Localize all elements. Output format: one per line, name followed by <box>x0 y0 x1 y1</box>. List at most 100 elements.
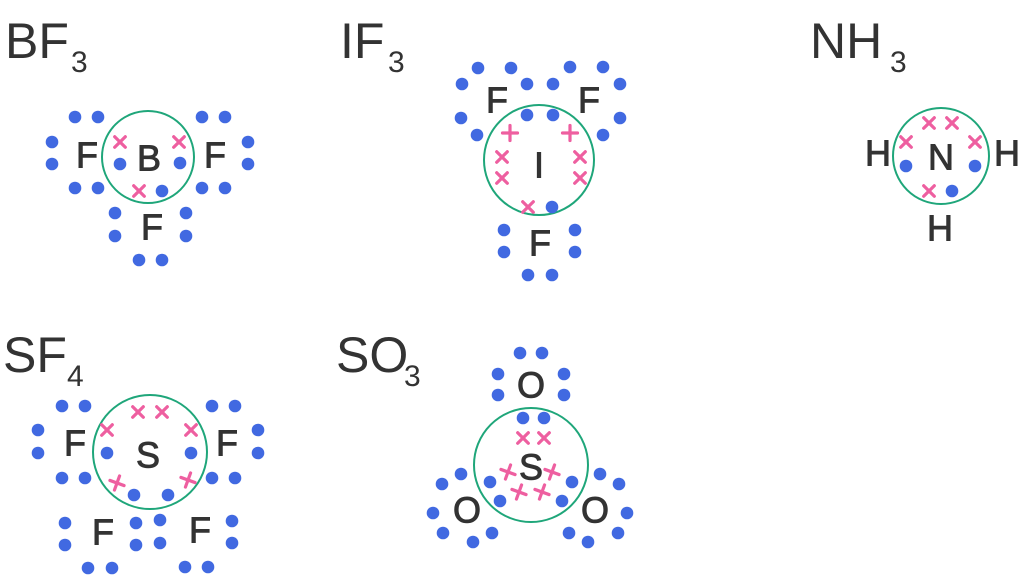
electron-dot <box>184 446 198 460</box>
electron-dot <box>155 184 169 198</box>
cross-stroke <box>922 116 936 130</box>
formula-text: IF <box>340 13 384 69</box>
electron-dot <box>55 399 69 413</box>
electron-dot <box>91 110 105 124</box>
cross-stroke <box>112 474 122 492</box>
electron-cross <box>899 135 913 149</box>
electron-dot <box>596 60 610 74</box>
electron-cross <box>945 116 959 130</box>
electron-cross <box>533 483 551 501</box>
electron-dot <box>179 229 193 243</box>
electron-cross <box>922 184 936 198</box>
electron-dot <box>470 128 484 142</box>
electron-cross <box>113 135 127 149</box>
electron-dot <box>611 526 625 540</box>
electron-dot <box>557 367 571 381</box>
electron-dot <box>205 471 219 485</box>
electron-dot <box>218 110 232 124</box>
electron-dot <box>195 110 209 124</box>
electron-dot <box>127 488 141 502</box>
central-atom-symbol: N <box>928 137 954 178</box>
electron-dot <box>491 388 505 402</box>
molecule-formula: BF <box>5 13 69 69</box>
electron-dot <box>563 60 577 74</box>
cross-stroke <box>537 483 547 501</box>
outer-atom-symbol: F <box>529 223 551 264</box>
electron-dot <box>153 513 167 527</box>
cross-stroke <box>155 405 169 419</box>
electron-cross <box>560 123 580 143</box>
electron-dot <box>108 229 122 243</box>
cross-stroke <box>503 463 513 481</box>
molecule-formula: SO <box>336 327 408 383</box>
outer-atom-symbol: F <box>204 135 226 176</box>
central-atom-symbol: I <box>534 145 544 186</box>
electron-dot <box>132 253 146 267</box>
formula-text: SO <box>336 327 408 383</box>
cross-stroke <box>495 171 509 185</box>
electron-dot <box>173 156 187 170</box>
electron-dot <box>100 446 114 460</box>
cross-stroke <box>183 471 193 489</box>
outer-atom-symbol: F <box>486 80 508 121</box>
formula-subscript: 3 <box>890 46 907 79</box>
electron-dot <box>620 506 634 520</box>
molecule-formula: SF <box>3 327 67 383</box>
electron-dot <box>581 535 595 549</box>
electron-dot <box>520 77 534 91</box>
electron-dot <box>435 477 449 491</box>
outer-atom-symbol: H <box>865 133 891 174</box>
electron-dot <box>129 516 143 530</box>
electron-cross <box>573 150 587 164</box>
electron-dot <box>225 536 239 550</box>
cross-stroke <box>113 135 127 149</box>
outer-atom-symbol: F <box>141 207 163 248</box>
electron-dot <box>58 538 72 552</box>
outer-atom-symbol: O <box>453 490 481 531</box>
electron-dot <box>153 536 167 550</box>
electron-dot <box>493 494 507 508</box>
electron-dot <box>205 399 219 413</box>
outer-atom-symbol: F <box>76 135 98 176</box>
electron-cross <box>100 423 114 437</box>
central-atom-shell <box>101 110 195 204</box>
electron-dot <box>251 423 265 437</box>
electron-cross <box>537 431 551 445</box>
electron-cross <box>132 184 146 198</box>
central-atom-shell <box>473 407 589 523</box>
electron-dot <box>91 181 105 195</box>
electron-cross <box>499 463 517 481</box>
electron-cross <box>155 405 169 419</box>
electron-cross <box>573 171 587 185</box>
cross-stroke <box>968 135 982 149</box>
electron-dot <box>68 110 82 124</box>
cross-stroke <box>547 463 557 481</box>
cross-stroke <box>516 431 530 445</box>
electron-dot <box>613 77 627 91</box>
electron-dot <box>497 245 511 259</box>
electron-dot <box>31 423 45 437</box>
electron-dot <box>251 446 265 460</box>
electron-dot <box>491 367 505 381</box>
cross-stroke <box>495 150 509 164</box>
electron-dot <box>568 245 582 259</box>
electron-dot <box>565 475 579 489</box>
cross-stroke <box>172 135 186 149</box>
electron-cross <box>179 471 197 489</box>
electron-dot <box>545 200 559 214</box>
formula-text: BF <box>5 13 69 69</box>
electron-dot <box>562 526 576 540</box>
electron-dot <box>155 253 169 267</box>
electron-dot <box>520 108 534 122</box>
cross-stroke <box>573 150 587 164</box>
electron-dot <box>81 561 95 575</box>
electron-dot <box>45 135 59 149</box>
electron-cross <box>500 123 520 143</box>
electron-dot <box>68 181 82 195</box>
outer-atom-symbol: F <box>216 423 238 464</box>
formula-text: SF <box>3 327 67 383</box>
